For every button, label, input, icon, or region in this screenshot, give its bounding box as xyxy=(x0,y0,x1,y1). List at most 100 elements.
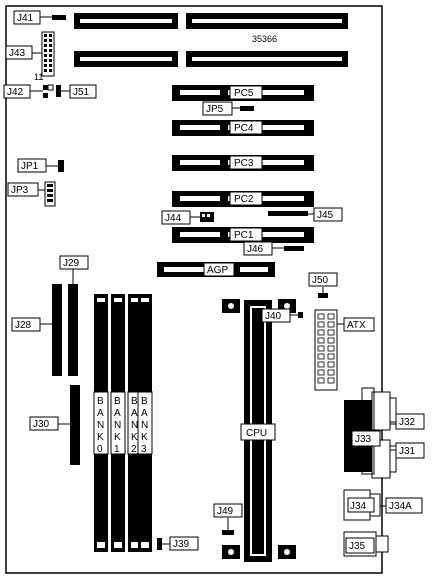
label-j28: J28 xyxy=(11,317,41,332)
svg-text:J32: J32 xyxy=(399,417,416,428)
svg-text:J39: J39 xyxy=(173,539,190,550)
svg-text:J43: J43 xyxy=(9,48,26,59)
slot-label-agp: AGP xyxy=(207,265,228,276)
svg-text:ATX: ATX xyxy=(347,320,366,331)
svg-text:B: B xyxy=(114,396,121,407)
slot-label-pc2: PC2 xyxy=(229,191,263,206)
pin-one-marker: 11 xyxy=(34,72,43,82)
svg-text:N: N xyxy=(97,420,104,431)
svg-text:J34A: J34A xyxy=(389,501,412,512)
svg-text:B: B xyxy=(131,396,138,407)
label-j43: J43 xyxy=(5,45,33,60)
svg-text:J41: J41 xyxy=(17,13,34,24)
jp3-header xyxy=(44,181,56,207)
svg-text:A: A xyxy=(97,408,104,419)
svg-text:J33: J33 xyxy=(355,434,372,445)
dimm-bank-3: B A N K 3 xyxy=(137,294,153,552)
svg-text:J42: J42 xyxy=(7,87,24,98)
label-j41: J41 xyxy=(13,10,41,25)
label-j34a: J34A xyxy=(385,497,423,514)
svg-text:B: B xyxy=(141,396,148,407)
svg-text:3: 3 xyxy=(141,444,147,455)
svg-text:J29: J29 xyxy=(63,258,80,269)
atx-power-connector xyxy=(314,309,338,391)
svg-text:J46: J46 xyxy=(247,244,264,255)
label-j50: J50 xyxy=(308,272,338,287)
j46-header xyxy=(284,246,304,251)
svg-text:J40: J40 xyxy=(265,311,282,322)
j39-jumper xyxy=(157,538,162,550)
label-j51: J51 xyxy=(69,84,97,99)
label-j30: J30 xyxy=(29,416,59,431)
label-j33: J33 xyxy=(351,430,381,447)
svg-text:N: N xyxy=(141,420,148,431)
j40-jumper xyxy=(298,312,303,318)
slot-label-pc3: PC3 xyxy=(229,155,263,170)
svg-text:JP3: JP3 xyxy=(11,185,29,196)
cpu-slot: CPU xyxy=(222,299,296,562)
svg-text:A: A xyxy=(141,408,148,419)
label-jp3: JP3 xyxy=(7,182,39,197)
label-j32: J32 xyxy=(395,413,425,430)
svg-text:PC4: PC4 xyxy=(234,123,254,134)
svg-text:N: N xyxy=(114,420,121,431)
slot-label-pc5: PC5 xyxy=(229,85,263,100)
svg-text:A: A xyxy=(131,408,138,419)
j28-header xyxy=(52,284,62,376)
svg-text:N: N xyxy=(131,420,138,431)
svg-text:0: 0 xyxy=(97,444,103,455)
j44-header xyxy=(200,212,214,222)
label-j44: J44 xyxy=(161,210,191,225)
slot-label-pc1: PC1 xyxy=(229,227,263,242)
label-jp1: JP1 xyxy=(17,158,47,173)
label-j49: J49 xyxy=(213,503,243,518)
dimm-bank-0: B A N K 0 xyxy=(93,294,109,552)
svg-text:K: K xyxy=(141,432,148,443)
svg-text:J44: J44 xyxy=(165,213,182,224)
agp-slot: AGP xyxy=(157,262,275,277)
svg-text:B: B xyxy=(97,396,104,407)
slot-label-pc4: PC4 xyxy=(229,120,263,135)
svg-text:J51: J51 xyxy=(73,87,90,98)
j42-jumper xyxy=(43,84,54,98)
j51-jumper xyxy=(56,85,61,97)
cpu-label: CPU xyxy=(246,428,267,439)
svg-text:JP1: JP1 xyxy=(21,161,39,172)
j29-header xyxy=(68,284,78,376)
dimm-bank-1: B A N K 1 xyxy=(110,294,126,552)
label-atx: ATX xyxy=(343,317,375,332)
label-j46: J46 xyxy=(243,241,273,256)
svg-text:2: 2 xyxy=(131,444,137,455)
svg-text:JP5: JP5 xyxy=(206,104,224,115)
label-j29: J29 xyxy=(59,255,89,270)
svg-text:A: A xyxy=(114,408,121,419)
board-part-number: 35366 xyxy=(252,34,277,44)
top-slots xyxy=(74,13,348,67)
jp5-jumper xyxy=(240,106,254,111)
label-jp5: JP5 xyxy=(202,101,233,116)
j30-header xyxy=(70,385,80,465)
j43-header xyxy=(41,31,55,77)
svg-text:K: K xyxy=(114,432,121,443)
svg-text:J35: J35 xyxy=(349,541,366,552)
svg-text:J34: J34 xyxy=(350,501,367,512)
svg-text:1: 1 xyxy=(114,444,120,455)
svg-text:J49: J49 xyxy=(217,506,234,517)
svg-text:K: K xyxy=(97,432,104,443)
label-j40: J40 xyxy=(261,308,291,323)
svg-text:J31: J31 xyxy=(399,446,416,457)
svg-text:J45: J45 xyxy=(317,210,334,221)
svg-text:J50: J50 xyxy=(312,275,329,286)
j50-jumper xyxy=(318,293,328,298)
svg-text:PC2: PC2 xyxy=(234,194,254,205)
svg-text:PC5: PC5 xyxy=(234,88,254,99)
svg-text:J30: J30 xyxy=(33,419,50,430)
label-j39: J39 xyxy=(169,536,199,551)
svg-text:K: K xyxy=(131,432,138,443)
label-j42: J42 xyxy=(3,84,31,99)
svg-text:J28: J28 xyxy=(15,320,32,331)
j49-jumper xyxy=(222,530,234,535)
svg-text:PC1: PC1 xyxy=(234,230,254,241)
label-j45: J45 xyxy=(313,207,343,222)
